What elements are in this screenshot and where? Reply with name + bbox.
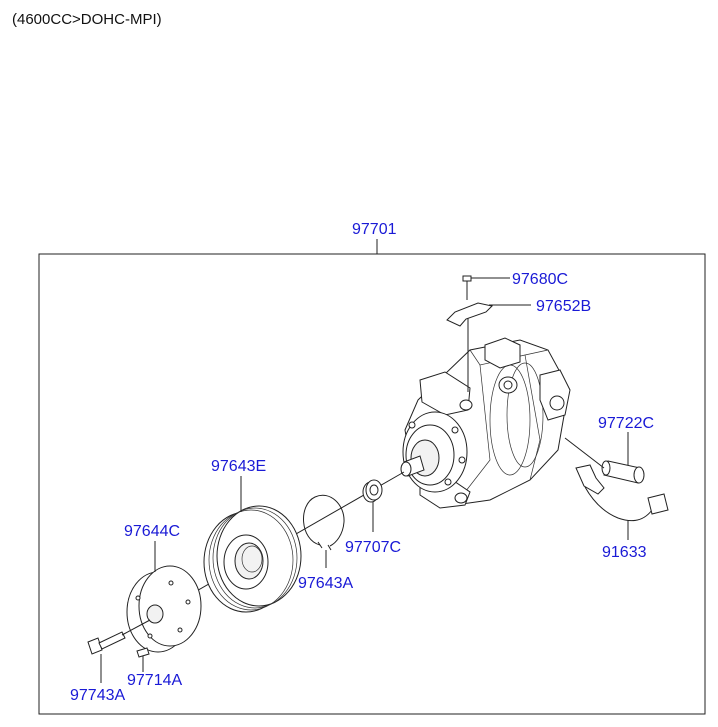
- harness-91633: [575, 464, 669, 522]
- part-label-97680c[interactable]: 97680C: [512, 271, 568, 288]
- part-label-97652b[interactable]: 97652B: [536, 298, 591, 315]
- compressor-body: [400, 337, 571, 509]
- engine-spec-label: (4600CC>DOHC-MPI): [12, 11, 162, 28]
- bracket-97652b: [446, 302, 494, 327]
- part-label-97714a[interactable]: 97714A: [127, 672, 182, 689]
- switch-leader-to-body: [564, 437, 605, 469]
- part-label-97643a[interactable]: 97643A: [298, 575, 353, 592]
- pressure-switch-97722c: [601, 460, 645, 484]
- bolt-axis: [121, 619, 151, 636]
- part-label-97722c[interactable]: 97722C: [598, 415, 654, 432]
- bolt-97680c: [462, 275, 472, 300]
- part-label-97743a[interactable]: 97743A: [70, 687, 125, 704]
- pulley-97643e: [203, 505, 302, 613]
- bolt-97714a: [136, 647, 150, 667]
- part-label-91633[interactable]: 91633: [602, 544, 647, 561]
- snap-ring-97643a: [303, 494, 345, 551]
- assembly-frame: [38, 253, 706, 715]
- shim-97707c: [362, 479, 383, 503]
- part-label-97643e[interactable]: 97643E: [211, 458, 266, 475]
- bolt-97743a: [87, 631, 126, 655]
- part-label-97701[interactable]: 97701: [352, 221, 397, 238]
- part-label-97707c[interactable]: 97707C: [345, 539, 401, 556]
- part-label-97644c[interactable]: 97644C: [124, 523, 180, 540]
- hub-97644c: [126, 565, 202, 653]
